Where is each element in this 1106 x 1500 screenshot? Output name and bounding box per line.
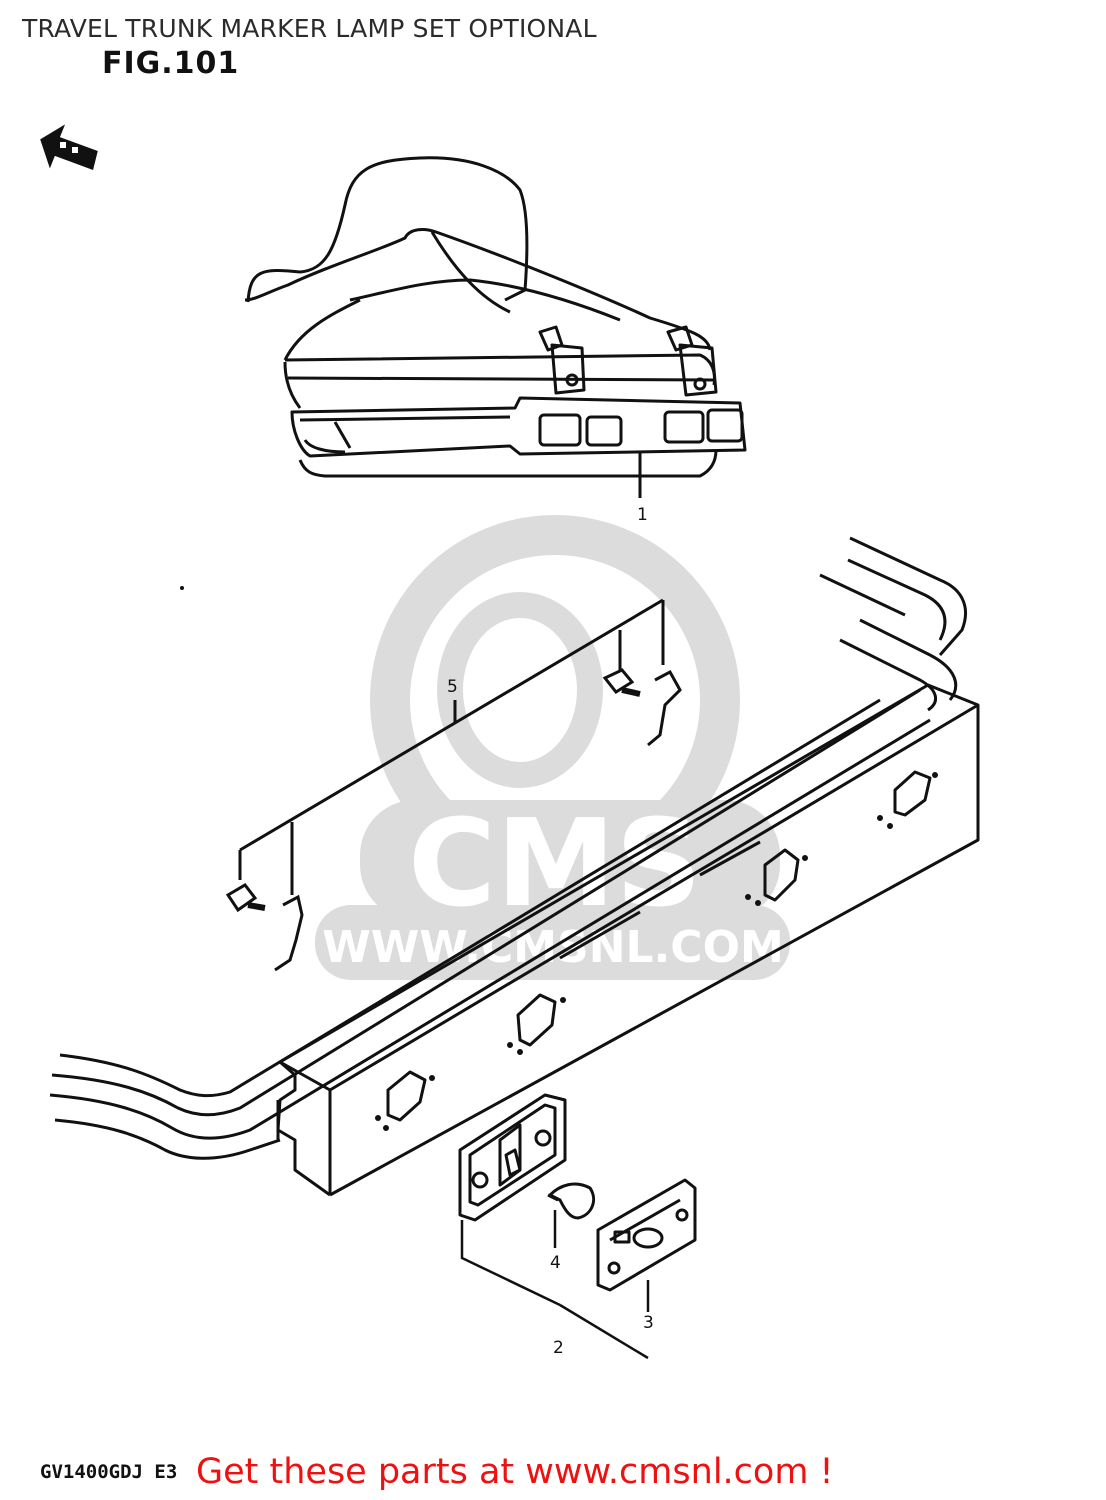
marker-lamp-drawing bbox=[458, 1093, 697, 1292]
watermark-logo-text: CMS bbox=[408, 795, 702, 934]
callout-1: 1 bbox=[637, 505, 648, 525]
figure-number: FIG.101 bbox=[102, 46, 240, 81]
bracket-set-drawing bbox=[225, 598, 682, 972]
marker-bar-drawing bbox=[276, 683, 980, 1197]
callout-3: 3 bbox=[643, 1313, 654, 1333]
leader-lines bbox=[460, 1210, 650, 1360]
callout-2: 2 bbox=[553, 1338, 564, 1358]
callout-5: 5 bbox=[447, 677, 458, 697]
callout-4: 4 bbox=[550, 1253, 561, 1273]
model-code: GV1400GDJ E3 bbox=[40, 1461, 178, 1483]
cms-watermark bbox=[315, 515, 790, 980]
get-parts-link[interactable]: Get these parts at www.cmsnl.com ! bbox=[196, 1452, 834, 1492]
travel-trunk-drawing bbox=[244, 156, 747, 498]
luggage-rack-drawing bbox=[49, 536, 967, 1160]
front-direction-arrow-icon bbox=[40, 124, 98, 170]
page-title: TRAVEL TRUNK MARKER LAMP SET OPTIONAL bbox=[22, 14, 597, 43]
